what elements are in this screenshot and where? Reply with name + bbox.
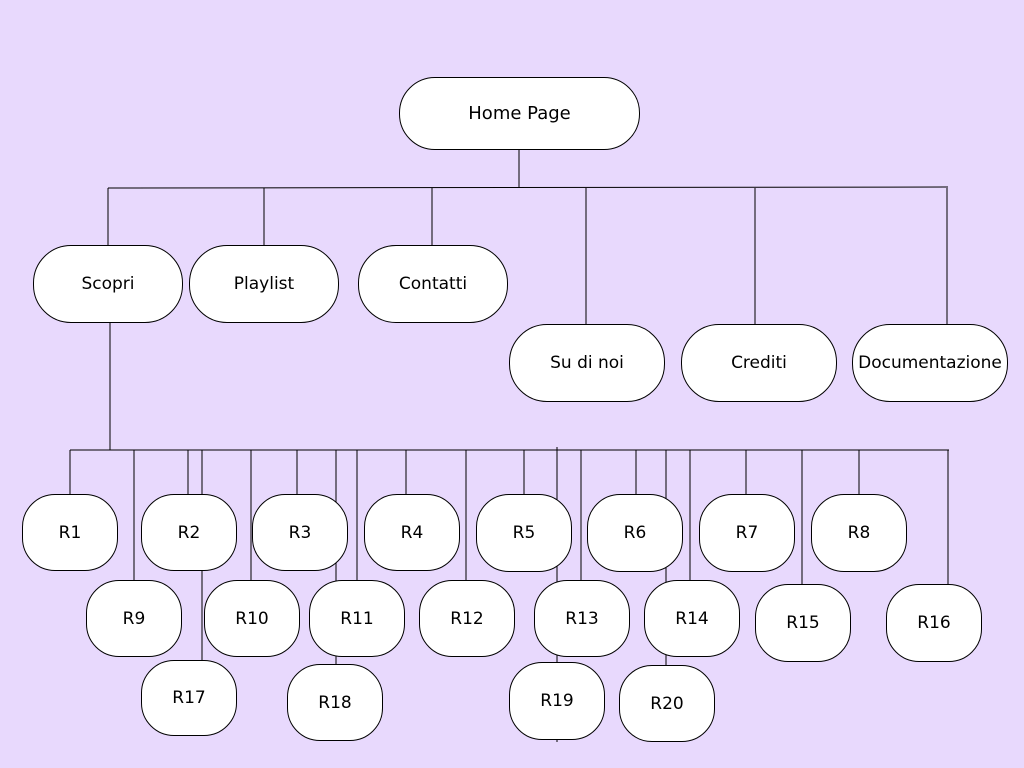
node-r16: R16: [886, 584, 982, 662]
node-playlist: Playlist: [189, 245, 339, 323]
node-r4: R4: [364, 494, 460, 571]
node-r6: R6: [587, 494, 683, 572]
node-r13-label: R13: [565, 608, 599, 629]
node-crediti: Crediti: [681, 324, 837, 402]
node-r7-label: R7: [735, 523, 759, 543]
node-r9-label: R9: [122, 608, 146, 629]
node-r15: R15: [755, 584, 851, 662]
node-r14: R14: [644, 580, 740, 657]
node-playlist-label: Playlist: [233, 274, 295, 294]
node-su-di-noi-label: Su di noi: [550, 353, 624, 373]
node-r12-label: R12: [450, 608, 484, 629]
node-documentazione-label: Documentazione: [858, 353, 1002, 373]
node-r8-label: R8: [847, 523, 871, 543]
node-r10-label: R10: [235, 608, 269, 629]
node-scopri: Scopri: [33, 245, 183, 323]
node-r9: R9: [86, 580, 182, 657]
node-r17-label: R17: [172, 688, 206, 708]
node-r1: R1: [22, 494, 118, 571]
node-r18: R18: [287, 664, 383, 741]
node-r4-label: R4: [400, 522, 424, 543]
node-scopri-label: Scopri: [81, 274, 135, 294]
node-r14-label: R14: [675, 608, 709, 629]
node-r19: R19: [509, 662, 605, 740]
node-r11-label: R11: [340, 608, 374, 629]
node-home-page-label: Home Page: [468, 103, 571, 124]
node-r20-label: R20: [650, 693, 684, 714]
node-home-page: Home Page: [399, 77, 640, 150]
node-r15-label: R15: [786, 613, 820, 633]
node-r13: R13: [534, 580, 630, 657]
node-contatti-label: Contatti: [398, 274, 468, 294]
node-su-di-noi: Su di noi: [509, 324, 665, 402]
node-contatti: Contatti: [358, 245, 508, 323]
node-r7: R7: [699, 494, 795, 572]
node-r12: R12: [419, 580, 515, 657]
node-r17: R17: [141, 660, 237, 736]
node-r3-label: R3: [288, 522, 312, 543]
node-r2: R2: [141, 494, 237, 571]
node-r10: R10: [204, 580, 300, 657]
node-r11: R11: [309, 580, 405, 657]
node-crediti-label: Crediti: [731, 353, 787, 373]
node-r6-label: R6: [623, 523, 647, 543]
node-r20: R20: [619, 665, 715, 742]
node-r18-label: R18: [318, 692, 352, 713]
node-r3: R3: [252, 494, 348, 571]
node-r5-label: R5: [512, 523, 536, 543]
node-r2-label: R2: [177, 522, 201, 543]
node-r16-label: R16: [917, 613, 951, 633]
node-documentazione: Documentazione: [852, 324, 1008, 402]
node-r19-label: R19: [540, 691, 574, 711]
node-r5: R5: [476, 494, 572, 572]
connector-bus-level1: [107, 186, 949, 189]
node-r1-label: R1: [58, 522, 82, 543]
node-r8: R8: [811, 494, 907, 572]
